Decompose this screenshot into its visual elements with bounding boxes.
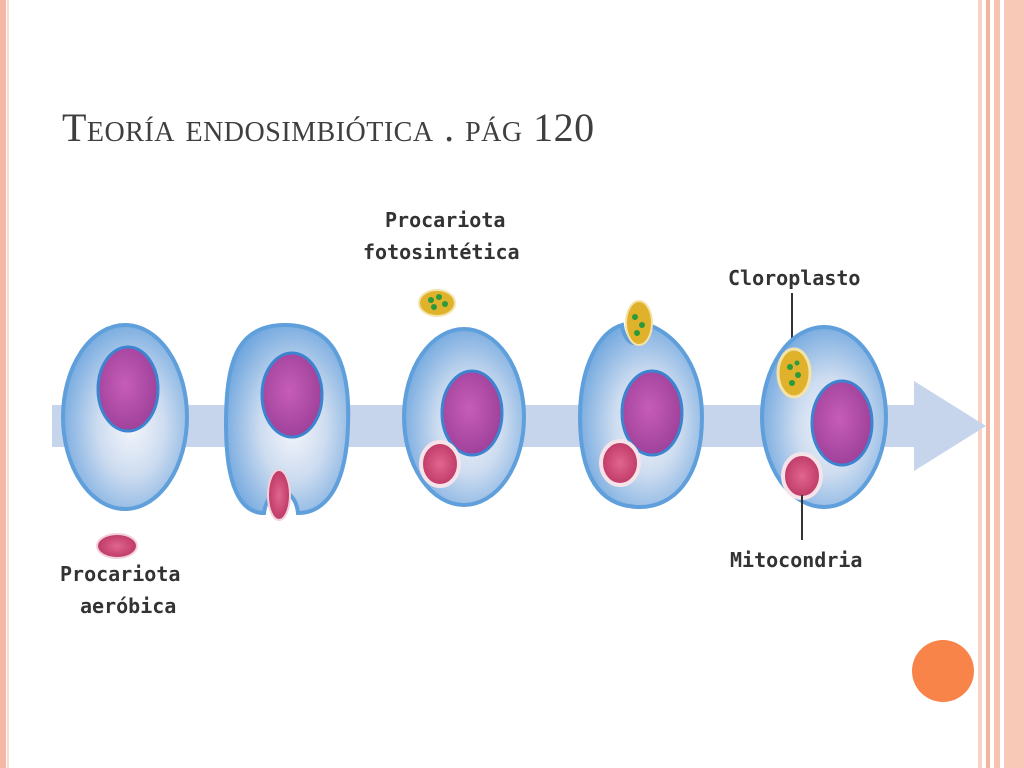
photosynthetic-prokaryote	[418, 289, 456, 317]
chloroplast	[776, 347, 812, 399]
endosymbiosis-diagram: Procariota aeróbica Procariota fotosinté…	[52, 208, 986, 618]
label-chloroplast: Cloroplasto	[728, 266, 860, 290]
mitochondrion	[781, 452, 823, 500]
host-cell-stage-1	[61, 323, 189, 511]
label-aerobic-line2: aeróbica	[80, 594, 176, 618]
host-cell-stage-3	[402, 327, 526, 507]
accent-circle	[912, 640, 974, 702]
host-cell-stage-4	[577, 320, 705, 510]
slide-title: Teoría endosimbiótica . pág 120	[62, 105, 595, 150]
right-frame-border	[978, 0, 1024, 768]
left-frame-border	[0, 0, 9, 768]
label-photosynthetic-line2: fotosintética	[363, 240, 520, 264]
engulfed-photosynthetic-prokaryote	[625, 300, 653, 346]
aerobic-prokaryote	[96, 533, 138, 559]
label-mitochondria: Mitocondria	[730, 548, 862, 572]
label-aerobic-line1: Procariota	[60, 562, 180, 586]
label-photosynthetic-line1: Procariota	[385, 208, 505, 232]
eukaryotic-cell-stage-5	[760, 325, 888, 509]
host-cell-stage-2	[223, 322, 351, 521]
